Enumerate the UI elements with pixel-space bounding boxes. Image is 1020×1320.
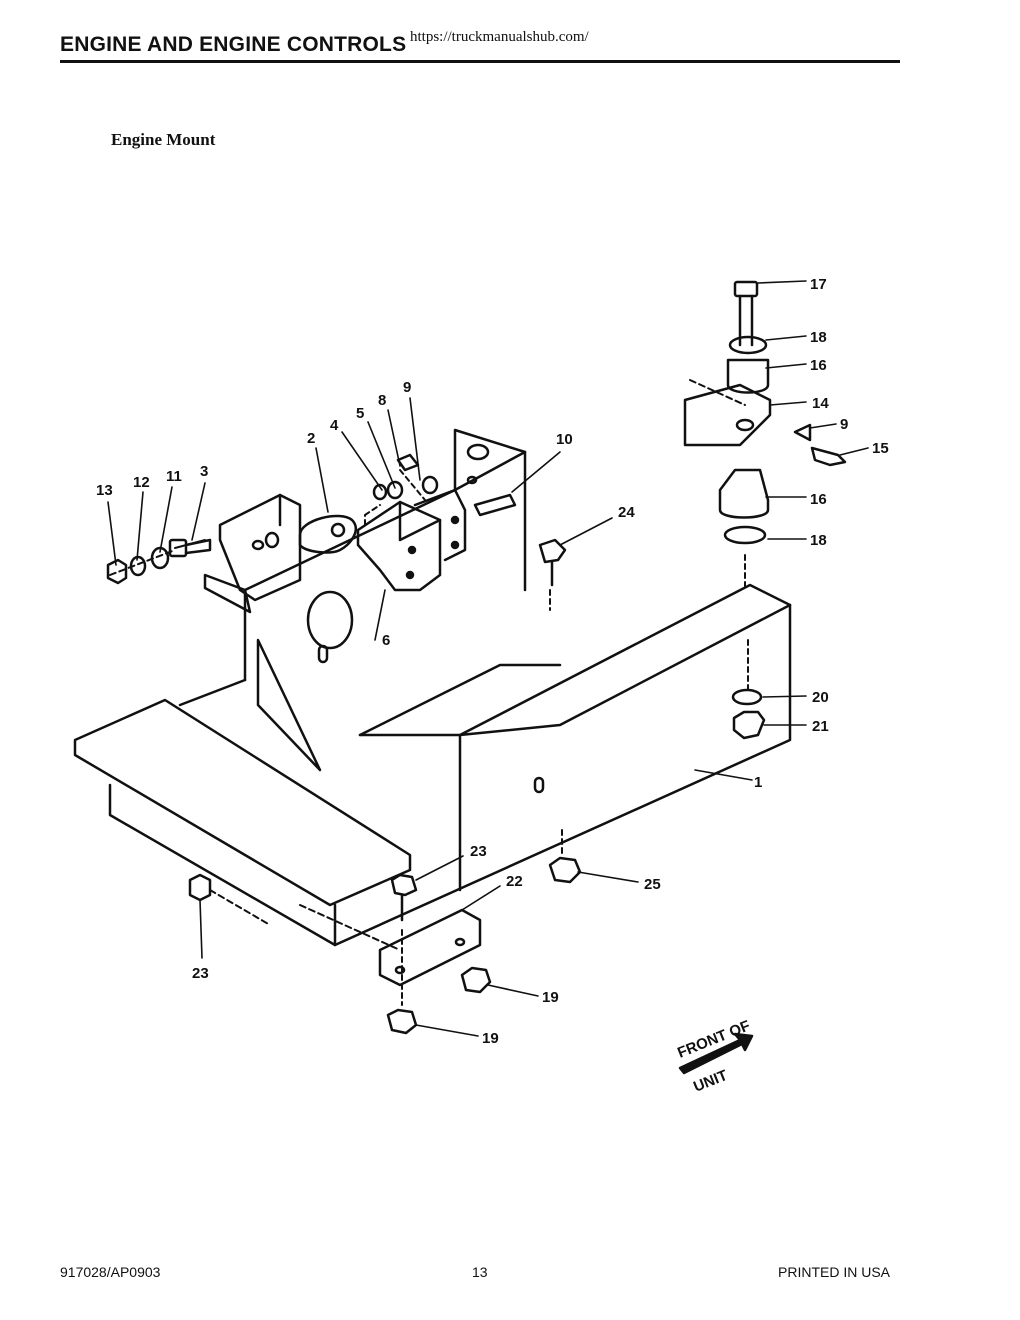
callout-23-left: 23 xyxy=(192,965,209,982)
callout-18-bottom: 18 xyxy=(810,532,827,549)
footer-doc-number: 917028/AP0903 xyxy=(60,1264,161,1280)
center-bracket-part xyxy=(356,488,467,592)
callout-24: 24 xyxy=(618,504,635,521)
leader-lines xyxy=(107,280,869,1037)
callout-19-bottom: 19 xyxy=(482,1030,499,1047)
callout-6: 6 xyxy=(382,632,390,649)
callout-2: 2 xyxy=(307,430,315,447)
callout-23-right: 23 xyxy=(470,843,487,860)
front-arrow-icon xyxy=(678,1032,754,1075)
callout-11: 11 xyxy=(166,468,182,485)
callout-3: 3 xyxy=(200,463,208,480)
frame-part xyxy=(73,428,792,947)
source-url: https://truckmanualshub.com/ xyxy=(410,29,589,45)
left-bracket-part xyxy=(203,493,357,614)
callout-14: 14 xyxy=(812,395,829,412)
bottom-hardware xyxy=(188,538,582,1035)
callout-16-top: 16 xyxy=(810,357,827,374)
callout-8: 8 xyxy=(378,392,386,409)
header-divider xyxy=(60,60,900,63)
callout-4: 4 xyxy=(330,417,339,434)
footer-page-number: 13 xyxy=(472,1264,488,1280)
callout-19-top: 19 xyxy=(542,989,559,1006)
right-isolator-assembly xyxy=(683,280,847,740)
left-hardware xyxy=(106,538,212,585)
footer-printed: PRINTED IN USA xyxy=(778,1264,891,1280)
callout-12: 12 xyxy=(133,474,150,491)
callout-25: 25 xyxy=(644,876,661,893)
callout-22: 22 xyxy=(506,873,523,890)
callout-5: 5 xyxy=(356,405,364,422)
callout-10: 10 xyxy=(556,431,573,448)
callout-9-left: 9 xyxy=(403,379,411,396)
callout-13: 13 xyxy=(96,482,113,499)
callout-17: 17 xyxy=(810,276,827,293)
unit-label: UNIT xyxy=(691,1067,730,1096)
section-title: Engine Mount xyxy=(111,130,216,149)
page-title: ENGINE AND ENGINE CONTROLS xyxy=(60,33,407,56)
callout-15: 15 xyxy=(872,440,889,457)
callout-21: 21 xyxy=(812,718,829,735)
callout-9-right: 9 xyxy=(840,416,848,433)
callout-16-bottom: 16 xyxy=(810,491,827,508)
callout-1: 1 xyxy=(754,774,762,791)
center-hardware xyxy=(364,453,517,526)
callout-20: 20 xyxy=(812,689,829,706)
callout-18-top: 18 xyxy=(810,329,827,346)
